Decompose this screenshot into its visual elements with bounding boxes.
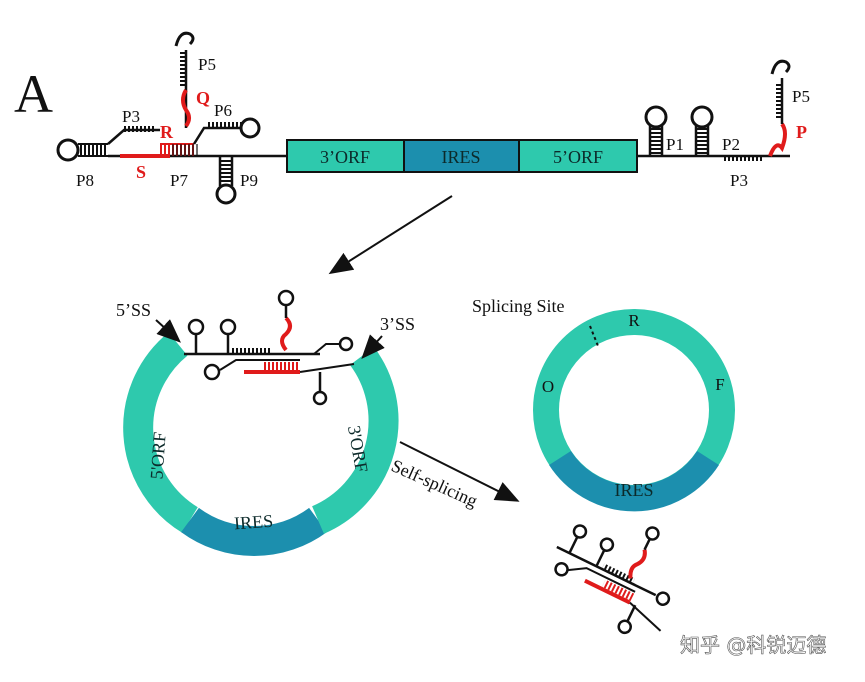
label-p3-left: P3 (122, 107, 140, 126)
linear-construct: P8 P3 R S P7 P6 Q P5 P9 3’ORF IRES 5’ORF (56, 31, 810, 205)
label-p: P (796, 122, 807, 142)
label-circle-ires: IRES (614, 480, 653, 500)
p8-loop (56, 138, 80, 162)
precursor-circle: 5'ORF IRES 3'ORF 5’SS (116, 289, 415, 556)
label-3ss: 3’SS (380, 314, 415, 334)
arrow-self-splicing (399, 441, 520, 502)
circle-ires-segment (549, 450, 719, 512)
circular-rna: Splicing Site R F O IRES (472, 296, 735, 512)
label-p7: P7 (170, 171, 188, 190)
label-r: R (160, 122, 174, 142)
label-p5-left: P5 (198, 55, 216, 74)
label-p6: P6 (214, 101, 232, 120)
label-circle-r: R (628, 311, 640, 330)
label-p9: P9 (240, 171, 258, 190)
label-s: S (136, 162, 146, 182)
q-stem (181, 88, 191, 128)
label-circle-o: O (542, 377, 554, 396)
box-ires-label: IRES (441, 147, 480, 167)
arrow-down-left (328, 195, 453, 275)
box-ires (403, 139, 520, 173)
label-5ss: 5’SS (116, 300, 151, 320)
panel-label: A (14, 64, 53, 124)
label-p3-right: P3 (730, 171, 748, 190)
arc-3orf (311, 347, 399, 534)
released-intron (554, 524, 671, 635)
label-p2: P2 (722, 135, 740, 154)
label-self-splicing: Self-splicing (388, 455, 480, 511)
p-stem (768, 122, 787, 157)
arrow-3ss (361, 334, 385, 359)
label-p5-right: P5 (792, 87, 810, 106)
arc-5orf-label: 5'ORF (146, 431, 169, 480)
arrow-5ss (155, 319, 181, 343)
arc-3orf-label: 3'ORF (344, 424, 372, 474)
exon-boxes: 3’ORF IRES 5’ORF (286, 139, 638, 173)
label-p1: P1 (666, 135, 684, 154)
right-intron-structure: P1 P2 P3 P5 P (637, 59, 810, 190)
label-q: Q (196, 88, 210, 108)
box-5orf-label: 5’ORF (553, 147, 603, 167)
label-circle-f: F (715, 375, 724, 394)
p8-stem (78, 144, 108, 156)
box-3orf-label: 3’ORF (320, 147, 370, 167)
arc-ires (181, 507, 327, 556)
label-splicing-site: Splicing Site (472, 296, 565, 316)
arc-5orf (123, 332, 199, 533)
watermark: 知乎 @科锐迈德 (680, 633, 826, 657)
left-intron-structure: P8 P3 R S P7 P6 Q P5 P9 (56, 31, 290, 205)
intron-inner (184, 289, 355, 406)
arc-ires-label: IRES (233, 511, 273, 534)
box-3orf (286, 139, 405, 173)
label-p8: P8 (76, 171, 94, 190)
